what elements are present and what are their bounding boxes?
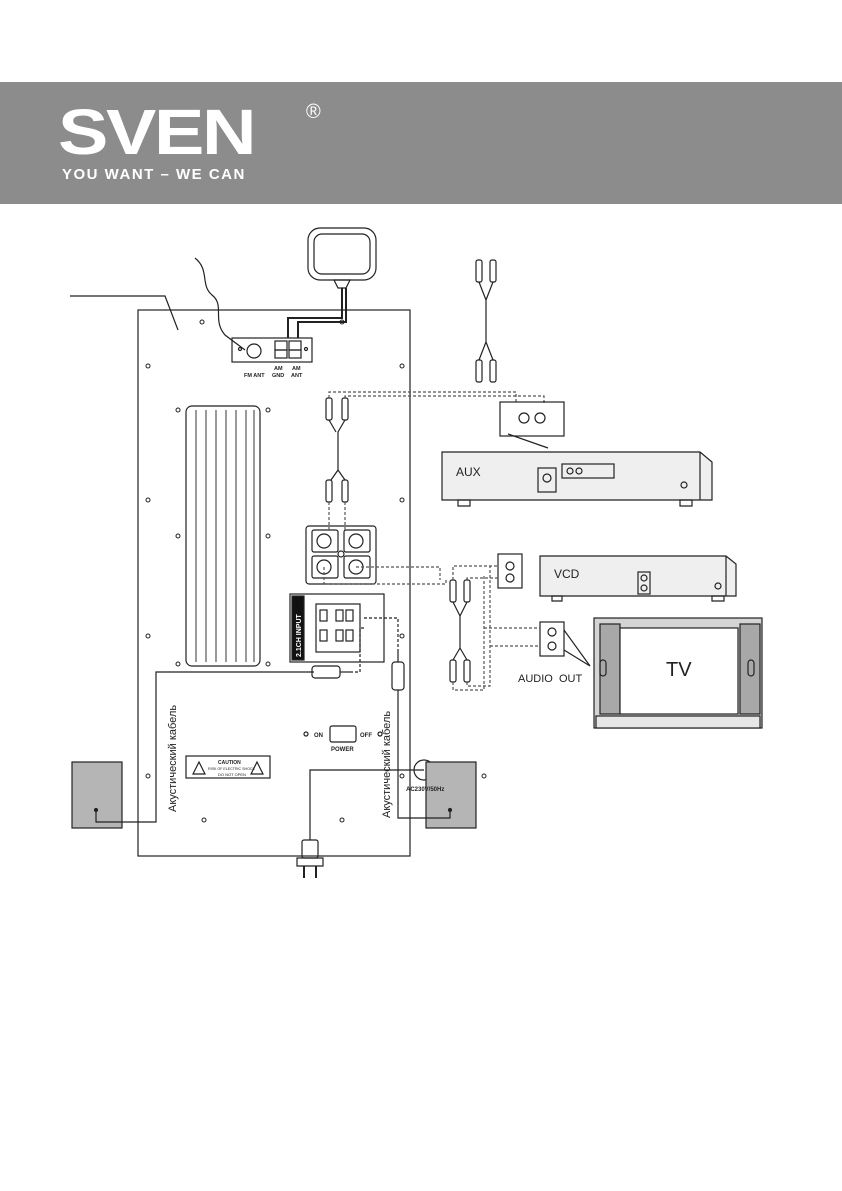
power-label: POWER — [331, 747, 354, 753]
vcd-device — [497, 553, 737, 602]
caution-label — [185, 755, 271, 779]
rca-input-block — [305, 525, 377, 585]
sven-logo: SVEN — [58, 96, 257, 168]
tv-device — [539, 617, 763, 729]
power-switch-screw-left — [303, 731, 309, 737]
tv-dashed-link — [452, 566, 540, 691]
heatsink — [185, 405, 261, 667]
vcd-dashed-link — [323, 565, 498, 585]
header-banner — [0, 82, 842, 204]
caution-line2: DO NOT OPEN — [218, 772, 246, 777]
power-plug — [296, 839, 324, 878]
am-ant-label-top: AM — [292, 366, 301, 372]
rca-cable-lower — [449, 579, 471, 683]
subwoofer-panel — [137, 309, 411, 857]
am-loop-antenna — [287, 227, 377, 338]
speaker-plug-right — [362, 617, 405, 691]
cable-label-right: Акустический кабель — [381, 711, 393, 818]
mains-label: AC230V/50Hz — [406, 787, 444, 793]
audio-out-label: AUDIO OUT — [518, 673, 582, 685]
power-on-label: ON — [314, 733, 323, 739]
fm-antenna-wire — [194, 257, 246, 351]
vcd-label: VCD — [554, 567, 580, 581]
cable-label-left: Акустический кабель — [167, 705, 179, 812]
caution-title: CAUTION — [218, 760, 241, 766]
am-ant-label-bottom: ANT — [291, 373, 303, 379]
right-speaker — [397, 690, 477, 829]
speaker-terminals — [289, 593, 385, 663]
slogan: YOU WANT – WE CAN — [62, 166, 246, 183]
aux-device — [441, 401, 713, 507]
antenna-terminal — [231, 337, 313, 363]
leader-line — [70, 295, 179, 331]
rca-cable-aux — [325, 397, 349, 503]
caution-line1: RISK OF ELECTRIC SHOCK — [208, 767, 256, 771]
left-speaker — [71, 671, 314, 829]
fm-ant-label: FM ANT — [244, 373, 265, 379]
speaker-plug-left — [311, 627, 364, 679]
aux-dashed-link — [328, 391, 545, 404]
input-label: 2.1CH INPUT — [296, 613, 303, 657]
rca-cable-icon — [475, 259, 497, 383]
am-gnd-label-top: AM — [274, 366, 283, 372]
aux-label: AUX — [456, 465, 481, 479]
tv-label: TV — [666, 659, 692, 681]
am-gnd-label-bottom: GND — [272, 373, 284, 379]
panel-screws — [145, 319, 487, 823]
power-switch[interactable] — [329, 725, 357, 743]
power-switch-screw-right — [377, 731, 383, 737]
power-off-label: OFF — [360, 733, 372, 739]
registered-mark: ® — [306, 101, 321, 123]
